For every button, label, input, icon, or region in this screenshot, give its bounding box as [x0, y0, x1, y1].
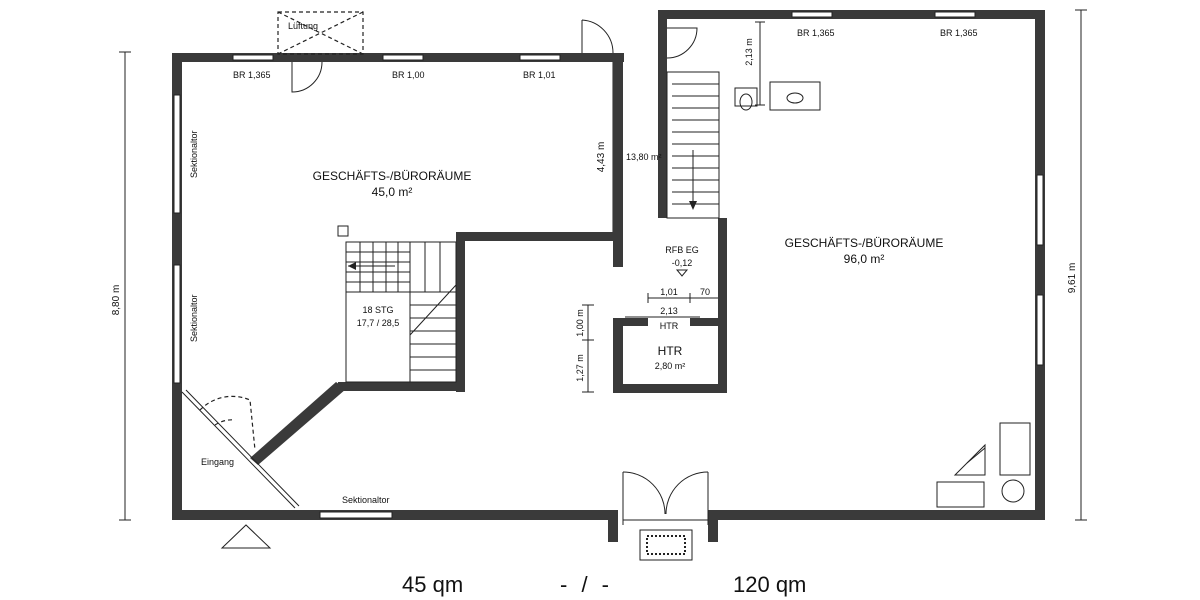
left-office-area: 45,0 m²: [372, 185, 413, 199]
stair-count: 18 STG: [362, 305, 393, 315]
sektionaltor-left-top-label: Sektionaltor: [189, 130, 199, 178]
window-label-5: BR 1,365: [940, 28, 978, 38]
htr-dim-213: 2,13: [660, 306, 678, 316]
footer-area-right: 120 qm: [733, 572, 807, 597]
window-label-1: BR 1,365: [233, 70, 271, 80]
right-office-name: GESCHÄFTS-/BÜRORÄUME: [785, 236, 944, 250]
wall-443-label: 4,43 m: [596, 142, 607, 173]
left-office-name: GESCHÄFTS-/BÜRORÄUME: [313, 169, 472, 183]
htr-dim-70: 70: [700, 287, 710, 297]
doors: [181, 11, 709, 561]
fixtures-right: [936, 422, 1031, 508]
eingang-label: Eingang: [201, 457, 234, 467]
door-127-label: 1,27 m: [575, 354, 585, 382]
stair-area: 13,80 m²: [626, 152, 662, 162]
htr-name: HTR: [658, 344, 683, 358]
wc-fixtures: [734, 81, 821, 111]
rfb-label: RFB EG: [665, 245, 699, 255]
htr-dim-101: 1,01: [660, 287, 678, 297]
right-office-area: 96,0 m²: [844, 252, 885, 266]
window-label-4: BR 1,365: [797, 28, 835, 38]
staircase-right: [666, 71, 720, 219]
wc-213-label: 2,13 m: [744, 38, 754, 66]
door-100-label: 1,00 m: [575, 309, 585, 337]
stair-ratio: 17,7 / 28,5: [357, 318, 400, 328]
sektionaltor-left-bottom-label: Sektionaltor: [189, 294, 199, 342]
htr-door-label: HTR: [660, 321, 679, 331]
dimension-lines: [119, 9, 1087, 521]
window-label-3: BR 1,01: [523, 70, 556, 80]
windows: [173, 11, 1044, 519]
footer-separator: - / -: [560, 572, 613, 597]
staircase-left: [337, 225, 457, 383]
window-label-2: BR 1,00: [392, 70, 425, 80]
lueftung-label: Lüftung: [288, 21, 318, 31]
footer-area-left: 45 qm: [402, 572, 464, 597]
height-left-label: 8,80 m: [111, 285, 122, 316]
rfb-level: -0,12: [672, 258, 693, 268]
labels: Lüftung BR 1,365 BR 1,00 BR 1,01 BR 1,36…: [111, 21, 1078, 505]
height-right-label: 9,61 m: [1067, 263, 1078, 294]
sektionaltor-bottom-label: Sektionaltor: [342, 495, 390, 505]
htr-area: 2,80 m²: [655, 361, 686, 371]
